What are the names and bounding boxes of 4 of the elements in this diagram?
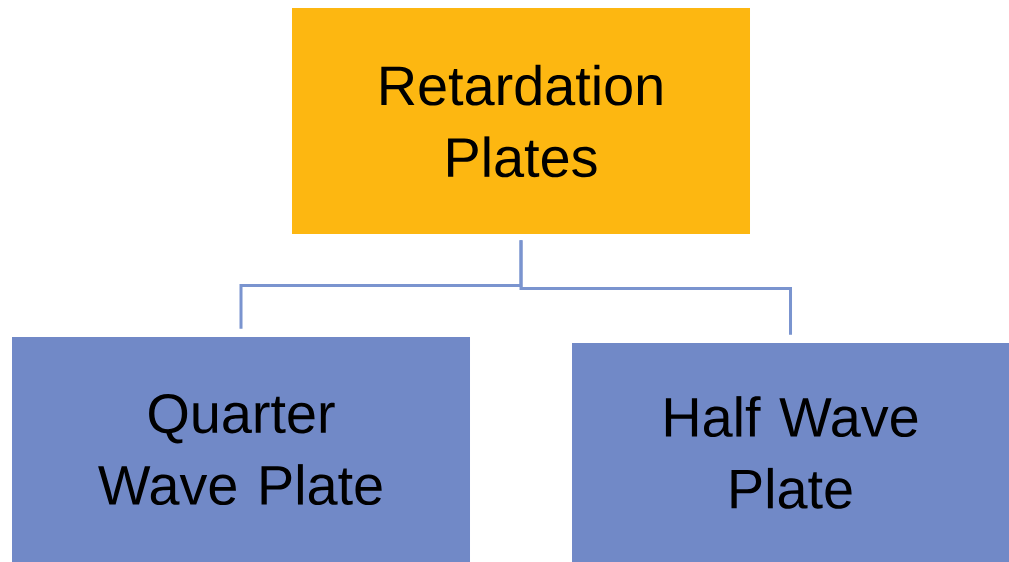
- connector-line: [519, 240, 792, 335]
- box: Retardation Plates: [292, 8, 750, 234]
- box: Quarter Wave Plate: [12, 337, 470, 562]
- box: Half Wave Plate: [572, 343, 1009, 562]
